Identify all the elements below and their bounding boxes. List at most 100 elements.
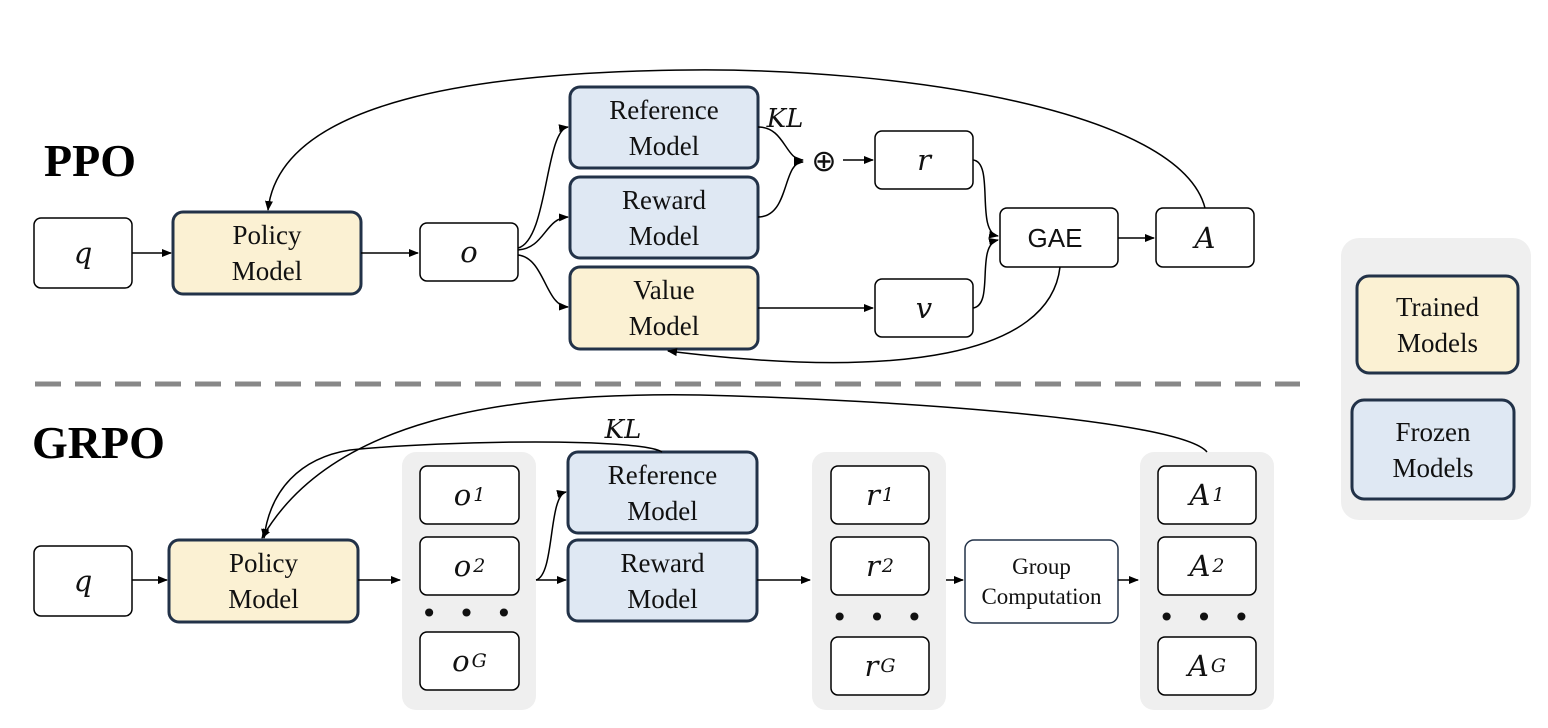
- grpo-r2-sub: 2: [881, 555, 894, 577]
- grpo-rG-sub: G: [880, 655, 896, 677]
- grpo-aG-base: A: [1187, 649, 1209, 683]
- grpo-reference-line1: Reference: [607, 459, 718, 490]
- ppo-policy-model-label: Policy Model: [173, 212, 361, 294]
- grpo-group-line1: Group: [1012, 553, 1071, 579]
- grpo-policy-model-label: Policy Model: [169, 540, 358, 622]
- grpo-oG-sub: G: [471, 650, 487, 672]
- ppo-reward-model-label: Reward Model: [570, 177, 758, 258]
- grpo-reference-model-box: [566, 450, 759, 535]
- grpo-advantages-ellipsis: • • •: [1158, 601, 1256, 634]
- ppo-title: PPO: [44, 135, 136, 186]
- ppo-reference-line2: Model: [628, 130, 700, 161]
- grpo-a1-box: [1157, 465, 1257, 525]
- ppo-policy-line1: Policy: [232, 220, 302, 250]
- grpo-rG-base: r: [864, 649, 879, 683]
- ppo-o-label: o: [460, 235, 478, 269]
- grpo-a1-base: A: [1189, 478, 1211, 512]
- grpo-reward-line1: Reward: [620, 547, 705, 578]
- ppo-reward-line2: Model: [628, 220, 700, 251]
- grpo-rewards-ellipsis: • • •: [831, 601, 929, 634]
- grpo-o1-base: o: [453, 478, 472, 512]
- grpo-r2-base: r: [866, 549, 880, 583]
- grpo-oG-base: o: [452, 644, 470, 678]
- grpo-r1-box: [830, 465, 930, 525]
- legend-frozen-line1: Frozen: [1395, 416, 1471, 447]
- grpo-group-computation-box: [964, 539, 1119, 624]
- legend-frozen-line2: Models: [1392, 452, 1474, 483]
- grpo-outputs-ellipsis: • • •: [420, 597, 519, 630]
- grpo-o2-sub: 2: [473, 555, 486, 577]
- ppo-r-label: r: [917, 143, 931, 177]
- grpo-r1-sub: 1: [881, 484, 894, 506]
- legend-trained-label: Trained Models: [1357, 276, 1518, 373]
- ppo-o-to-reference-arrow: [517, 124, 569, 249]
- grpo-group-line2: Computation: [981, 583, 1102, 609]
- ppo-reference-line1: Reference: [609, 94, 719, 125]
- ppo-plus-symbol: ⊕: [811, 144, 837, 179]
- grpo-rG-box: [830, 636, 930, 696]
- ppo-kl-label: KL: [766, 104, 804, 134]
- ppo-v-label: v: [915, 291, 933, 325]
- grpo-o2-base: o: [453, 549, 472, 583]
- ppo-r-to-gae-arrow: [972, 159, 999, 239]
- grpo-reference-to-policy-kl-arrow: [261, 441, 663, 539]
- legend-trained-line2: Models: [1397, 327, 1478, 358]
- grpo-a2-base: A: [1189, 549, 1211, 583]
- grpo-r2-box: [830, 536, 930, 596]
- grpo-r1-base: r: [866, 478, 880, 512]
- ppo-reward-to-plus-arrow: [757, 158, 804, 218]
- grpo-reference-model-label: Reference Model: [568, 452, 757, 533]
- ppo-reference-model-label: Reference Model: [570, 87, 758, 168]
- ppo-value-model-label: Value Model: [570, 267, 758, 349]
- legend-frozen-label: Frozen Models: [1352, 400, 1514, 499]
- ppo-o-to-reward-arrow: [517, 213, 569, 251]
- legend-frozen-box: [1350, 398, 1516, 501]
- ppo-gae-label: GAE: [1027, 222, 1083, 253]
- grpo-policy-line1: Policy: [228, 548, 298, 578]
- ppo-gae-to-value-feedback-arrow: [667, 266, 1061, 364]
- grpo-policy-line2: Model: [228, 584, 299, 614]
- grpo-o1-sub: 1: [473, 484, 486, 506]
- ppo-v-to-gae-arrow: [972, 238, 999, 309]
- grpo-o2-box: [419, 536, 520, 596]
- ppo-reward-line1: Reward: [622, 184, 706, 215]
- grpo-aG-sub: G: [1210, 655, 1227, 677]
- grpo-a2-sub: 2: [1212, 555, 1225, 577]
- ppo-value-line2: Model: [628, 311, 700, 341]
- grpo-oG-box: [419, 631, 520, 691]
- grpo-group-computation-label: Group Computation: [965, 540, 1118, 623]
- grpo-aG-box: [1157, 636, 1257, 696]
- ppo-value-line1: Value: [633, 275, 695, 305]
- grpo-policy-model-box: [167, 538, 360, 624]
- grpo-o1-box: [419, 465, 520, 525]
- grpo-reward-model-label: Reward Model: [568, 540, 757, 621]
- legend-trained-line1: Trained: [1395, 291, 1479, 322]
- ppo-o-box: [419, 222, 519, 282]
- legend-trained-box: [1355, 274, 1520, 375]
- ppo-o-to-value-arrow: [517, 254, 569, 311]
- grpo-q-label: q: [73, 564, 93, 598]
- grpo-kl-label: KL: [604, 415, 642, 445]
- grpo-outputs-to-reference-arrow: [535, 490, 567, 581]
- grpo-q-box: [33, 545, 133, 617]
- grpo-a1-sub: 1: [1212, 484, 1225, 506]
- ppo-a-label: A: [1194, 220, 1216, 255]
- grpo-reward-line2: Model: [627, 583, 698, 614]
- grpo-title: GRPO: [32, 417, 165, 468]
- ppo-a-to-policy-feedback-arrow: [265, 69, 1206, 211]
- grpo-reference-line2: Model: [627, 495, 698, 526]
- ppo-q-label: q: [73, 236, 93, 270]
- grpo-advantages-to-policy-feedback-arrow: [261, 394, 1208, 539]
- ppo-policy-line2: Model: [231, 256, 303, 286]
